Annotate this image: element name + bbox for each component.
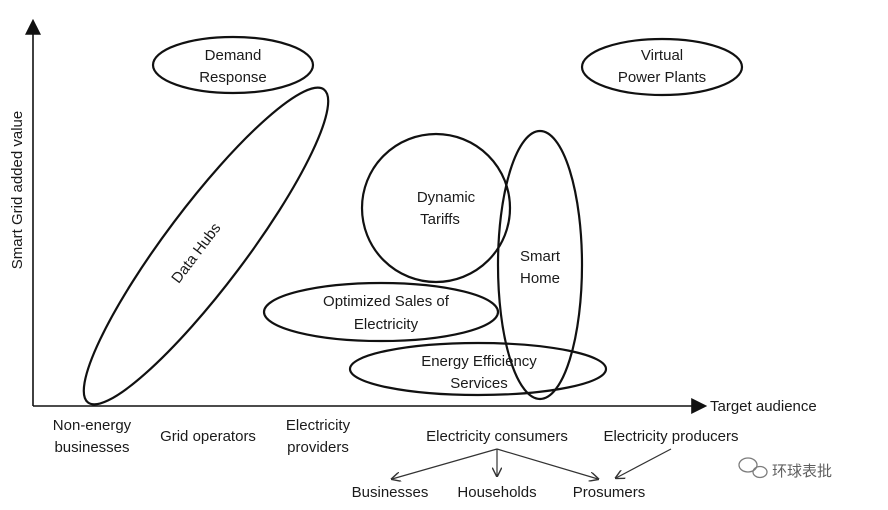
smart-home-bubble: Smart Home [496, 129, 584, 401]
audience-electricity-producers: Electricity producers [603, 428, 738, 445]
dynamic-tariffs-line2: Tariffs [420, 211, 460, 228]
optimized-sales-line2: Electricity [354, 316, 419, 333]
smart-home-line2: Home [520, 270, 560, 287]
x-axis-label: Target audience [710, 398, 817, 415]
demand-response-line1: Demand [205, 47, 262, 64]
watermark: 环球表批 [738, 457, 832, 480]
sub-audience-households: Households [457, 484, 536, 501]
vpp-line2: Power Plants [618, 69, 706, 86]
arrow-producers-to-prosumers [616, 448, 672, 478]
sub-audience-businesses: Businesses [352, 484, 429, 501]
audience-electricity-providers-line1: Electricity [286, 417, 351, 434]
audience-non-energy-line2: businesses [54, 439, 129, 456]
arrow-to-businesses [392, 448, 498, 479]
virtual-power-plants-bubble: Virtual Power Plants [580, 37, 744, 97]
audience-electricity-providers-line2: providers [287, 439, 349, 456]
vpp-line1: Virtual [641, 47, 683, 64]
demand-response-bubble: Demand Response [151, 35, 315, 95]
dynamic-tariffs-bubble: Dynamic Tariffs [360, 132, 512, 284]
energy-efficiency-bubble: Energy Efficiency Services [348, 341, 608, 397]
dynamic-tariffs-line1: Dynamic [417, 189, 476, 206]
optimized-sales-bubble: Optimized Sales of Electricity [262, 281, 500, 343]
y-axis-label: Smart Grid added value [9, 111, 26, 269]
smart-home-line1: Smart [520, 248, 561, 265]
wechat-icon [738, 457, 768, 479]
audience-grid-operators: Grid operators [160, 428, 256, 445]
energy-efficiency-line2: Services [450, 375, 508, 392]
optimized-sales-line1: Optimized Sales of [323, 293, 450, 310]
arrow-consumers-to-prosumers [496, 448, 598, 479]
data-hubs-bubble: Data Hubs [82, 86, 330, 406]
audience-electricity-consumers: Electricity consumers [426, 428, 568, 445]
audience-non-energy-line1: Non-energy [53, 417, 132, 434]
watermark-text: 环球表批 [772, 463, 832, 480]
energy-efficiency-line1: Energy Efficiency [421, 353, 537, 370]
data-hubs-label: Data Hubs [168, 220, 224, 287]
demand-response-line2: Response [199, 69, 267, 86]
sub-audience-prosumers: Prosumers [573, 484, 646, 501]
